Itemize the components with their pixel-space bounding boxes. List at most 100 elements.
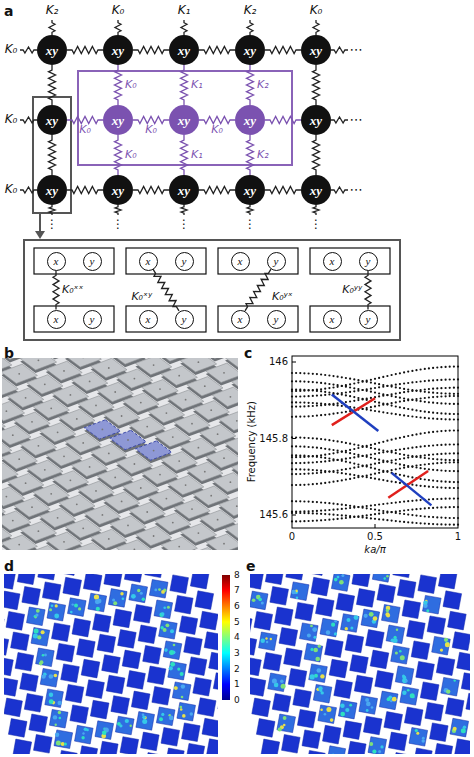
field-plate	[70, 705, 89, 724]
band-dot	[391, 520, 393, 522]
field-plate	[111, 696, 130, 715]
band-dot	[399, 453, 401, 455]
field-spot	[281, 684, 286, 689]
band-dot	[291, 511, 293, 513]
field-plate	[430, 723, 449, 742]
field-plate	[188, 657, 207, 676]
band-dot	[303, 500, 305, 502]
field-plate	[359, 696, 378, 715]
band-dot	[337, 412, 339, 414]
mass-node: y	[267, 310, 286, 329]
plate-hole	[217, 433, 219, 435]
field-spot	[349, 704, 352, 707]
band-dot	[449, 470, 451, 472]
band-dot	[395, 386, 397, 388]
band-dot	[332, 375, 334, 377]
colorbar-tick: 5	[234, 617, 240, 627]
band-dot	[374, 401, 376, 403]
band-dot	[324, 457, 326, 459]
band-dot	[395, 405, 397, 407]
field-spot	[291, 590, 295, 594]
band-dot	[341, 514, 343, 516]
band-dot	[324, 460, 326, 462]
field-spot	[340, 704, 345, 709]
spring-connector	[313, 135, 320, 175]
band-dot	[312, 469, 314, 471]
band-dot	[366, 507, 368, 509]
spring-constant: K₀ˣʸ	[131, 291, 152, 304]
band-dot	[440, 387, 442, 389]
field-spot	[42, 654, 45, 657]
band-dot	[308, 381, 310, 383]
render-ground	[2, 358, 238, 550]
band-dot	[320, 373, 322, 375]
site-box	[126, 306, 206, 332]
zoom-arrowhead	[35, 231, 45, 239]
band-dot	[312, 510, 314, 512]
band-dot	[295, 468, 297, 470]
band-dot	[415, 466, 417, 468]
band-dot	[328, 481, 330, 483]
field-spot	[387, 697, 391, 701]
band-dot	[312, 415, 314, 417]
plate-hole	[38, 445, 40, 447]
band-dot	[324, 448, 326, 450]
band-dot	[391, 459, 393, 461]
site-box	[34, 248, 114, 274]
band-dot	[420, 400, 422, 402]
field-plate	[375, 671, 394, 690]
plate-hole	[25, 397, 27, 399]
spring-connector	[49, 135, 56, 175]
band-dot	[353, 507, 355, 509]
band-dot	[341, 508, 343, 510]
band-dot	[432, 516, 434, 518]
plate-hole	[57, 431, 59, 433]
field-spot	[416, 732, 419, 735]
plate-hole	[70, 479, 72, 481]
band-dot	[445, 418, 447, 420]
band-dot	[312, 405, 314, 407]
band-dot	[449, 413, 451, 415]
field-plate	[286, 574, 305, 580]
band-dot	[386, 519, 388, 521]
band-dot	[374, 504, 376, 506]
band-dot	[415, 499, 417, 501]
field-plate	[31, 628, 50, 647]
band-dot	[299, 390, 301, 392]
band-dot	[399, 467, 401, 469]
band-dot	[299, 456, 301, 458]
band-dot	[445, 403, 447, 405]
band-dot	[353, 448, 355, 450]
band-dot	[303, 520, 305, 522]
band-dot	[432, 498, 434, 500]
band-dot	[362, 515, 364, 517]
field-plate	[411, 641, 430, 660]
band-dot	[378, 472, 380, 474]
band-dot	[399, 397, 401, 399]
band-dot	[436, 387, 438, 389]
field-spot	[252, 599, 256, 603]
band-dot	[299, 484, 301, 486]
band-dot	[411, 500, 413, 502]
field-plate	[327, 746, 346, 754]
band-dot	[341, 392, 343, 394]
band-dot	[411, 370, 413, 372]
plate-hole	[210, 495, 212, 497]
spring-connector	[181, 135, 188, 175]
mass-node: xy	[301, 105, 331, 135]
band-dot	[457, 443, 459, 445]
field-plate	[4, 657, 13, 676]
band-dot	[370, 382, 372, 384]
band-dot	[316, 373, 318, 375]
band-dot	[415, 389, 417, 391]
field-spot	[278, 727, 282, 731]
plate	[27, 546, 63, 551]
spring-connector	[67, 187, 103, 194]
field-plate	[270, 587, 289, 606]
field-plate	[47, 602, 66, 621]
spring-connector	[67, 47, 103, 54]
field-spot	[440, 649, 443, 652]
band-dot	[357, 464, 359, 466]
band-dot	[291, 372, 293, 374]
